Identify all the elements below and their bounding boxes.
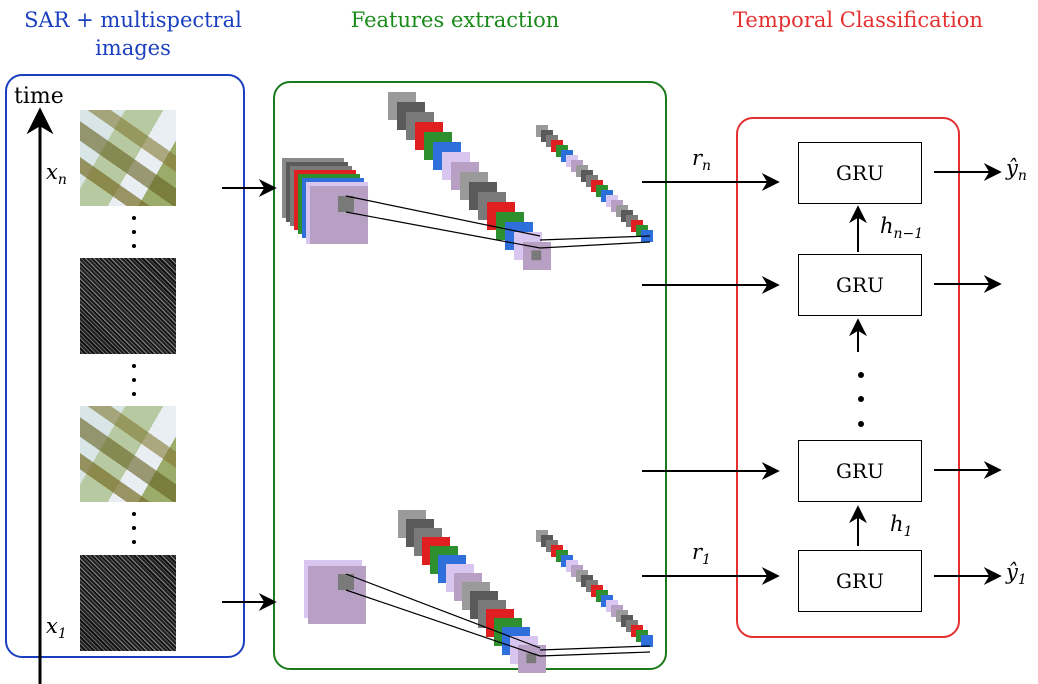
- output-label-n-sub: n: [1017, 168, 1027, 185]
- hidden-label-1-sub: 1: [903, 524, 913, 541]
- temporal-panel: [736, 117, 960, 638]
- gru-ellipsis: [858, 372, 864, 427]
- input-section-title: SAR + multispectral images: [24, 8, 242, 60]
- input-ellipsis: [132, 216, 136, 544]
- hidden-label-n-1-sub: n−1: [893, 226, 924, 243]
- input-label-n: xn: [46, 160, 67, 192]
- hidden-label-n-1: hn−1: [880, 214, 923, 246]
- repr-label-1-base: r: [692, 540, 703, 564]
- repr-label-1: r1: [692, 540, 711, 572]
- output-label-1-sub: 1: [1017, 572, 1027, 589]
- cnn-bottom: [304, 510, 653, 673]
- temporal-section-title: Temporal Classification: [733, 8, 983, 32]
- output-label-1-base: ŷ: [1006, 560, 1018, 584]
- multispectral-image: [80, 406, 176, 502]
- output-label-1: ŷ1: [1006, 560, 1027, 592]
- gru-cell-2: GRU: [798, 440, 922, 502]
- hidden-label-n-1-base: h: [880, 214, 894, 238]
- output-label-n: ŷn: [1006, 156, 1027, 188]
- time-axis-label: time: [14, 84, 64, 109]
- output-label-n-base: ŷ: [1006, 156, 1018, 180]
- hidden-label-1: h1: [890, 512, 912, 544]
- input-label-1-base: x: [46, 614, 58, 638]
- repr-label-1-sub: 1: [702, 552, 711, 569]
- input-label-1: x1: [46, 614, 67, 646]
- sar-image-1: [80, 555, 176, 651]
- cnn-top: [282, 92, 653, 270]
- multispectral-image-n: [80, 110, 176, 206]
- input-label-n-sub: n: [57, 172, 67, 189]
- hidden-label-1-base: h: [890, 512, 904, 536]
- features-section-title: Features extraction: [350, 8, 560, 32]
- gru-cell-n-1: GRU: [798, 254, 922, 316]
- input-panel: [5, 74, 245, 658]
- repr-label-n: rn: [692, 146, 711, 178]
- repr-label-n-base: r: [692, 146, 703, 170]
- gru-cell-n: GRU: [798, 142, 922, 204]
- sar-image: [80, 258, 176, 354]
- features-panel: [273, 81, 667, 670]
- gru-cell-1: GRU: [798, 550, 922, 612]
- input-label-n-base: x: [46, 160, 58, 184]
- repr-label-n-sub: n: [702, 158, 712, 175]
- input-label-1-sub: 1: [57, 626, 67, 643]
